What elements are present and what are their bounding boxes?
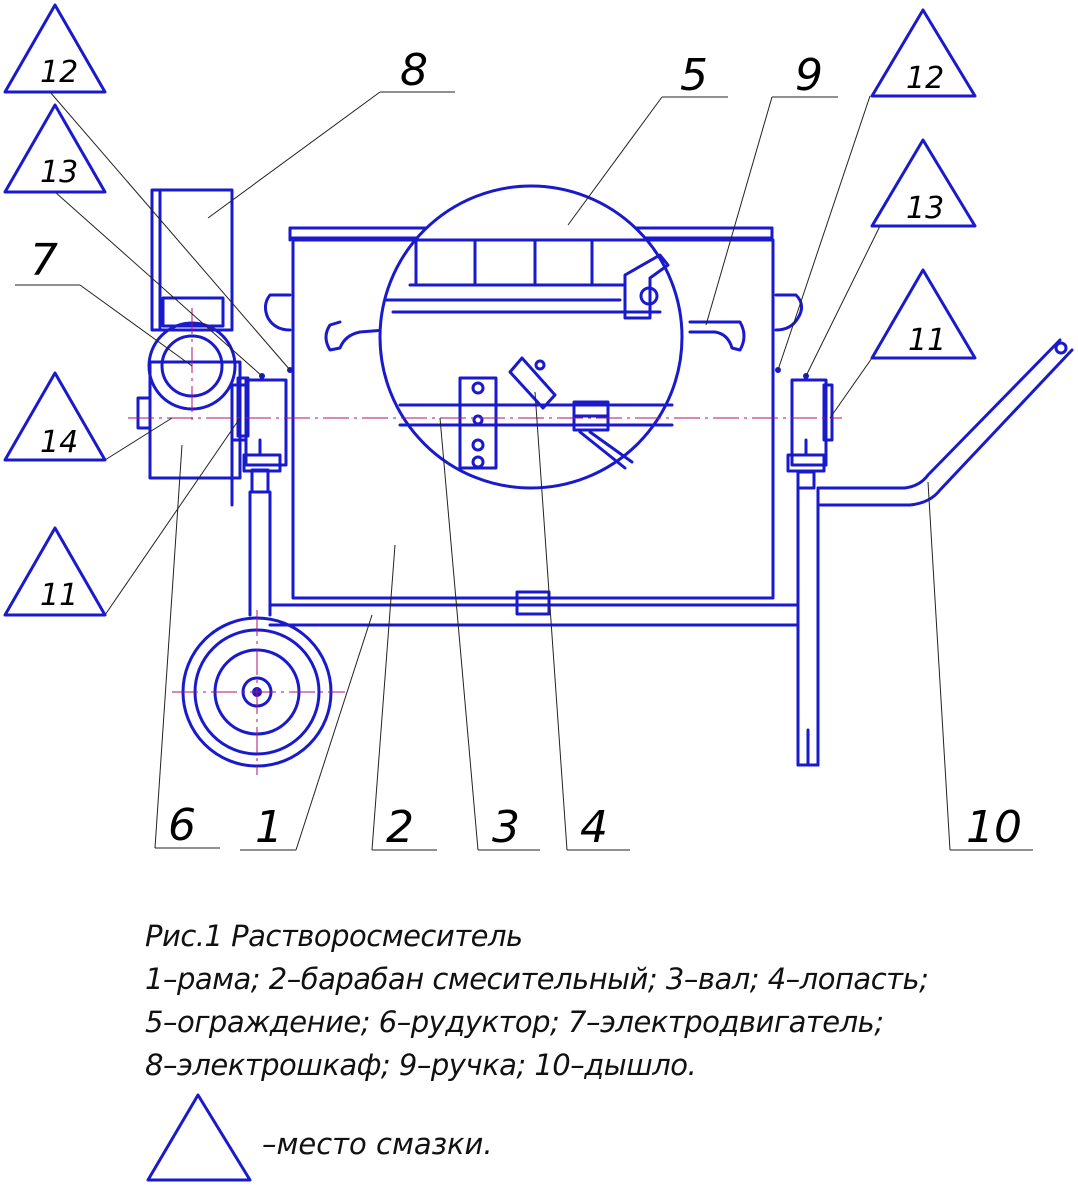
callout-3: 3: [492, 802, 520, 853]
right-bearing: [775, 367, 834, 490]
lube-point-11-right: 11: [870, 268, 977, 360]
svg-text:13: 13: [906, 191, 944, 226]
lube-point-13-left: 13: [3, 103, 107, 194]
cutaway-view: [378, 184, 684, 490]
callout-5: 5: [680, 50, 708, 101]
callout-1: 1: [255, 802, 283, 853]
callout-6: 6: [168, 800, 196, 851]
caption-title: Рис.1 Растворосмеситель: [145, 919, 523, 953]
callout-7: 7: [30, 235, 58, 286]
svg-text:13: 13: [40, 155, 78, 190]
center-lines: [128, 308, 842, 775]
svg-text:12: 12: [40, 55, 78, 90]
callout-labels: 8 5 9 7 6 1 2 3 4 10: [30, 45, 1022, 853]
callout-10: 10: [966, 802, 1022, 853]
lube-point-11-left: 11: [3, 526, 107, 617]
lube-point-13-right: 13: [870, 138, 977, 228]
frame: [248, 486, 820, 767]
svg-text:11: 11: [908, 323, 946, 358]
callout-8: 8: [400, 45, 428, 96]
figure-caption: Рис.1 Растворосмеситель 1–рама; 2–бараба…: [145, 915, 929, 1087]
svg-text:11: 11: [40, 578, 78, 613]
lube-point-12-right: 12: [870, 8, 977, 98]
callout-4: 4: [580, 802, 608, 853]
svg-text:12: 12: [906, 61, 944, 96]
legend-triangle-icon: [146, 1093, 252, 1182]
gearbox: [136, 360, 242, 480]
caption-line-3: 8–электрошкаф; 9–ручка; 10–дышло.: [145, 1048, 697, 1082]
lube-point-14: 14: [3, 371, 107, 462]
legend-text: –место смазки.: [262, 1127, 493, 1161]
callout-9: 9: [795, 50, 823, 101]
callout-2: 2: [386, 802, 414, 853]
caption-line-2: 5–ограждение; 6–рудуктор; 7–электродвига…: [145, 1005, 884, 1039]
drawbar: [816, 338, 1074, 507]
drum-side-hooks: [263, 293, 803, 332]
leader-lines: [15, 91, 1033, 851]
svg-text:14: 14: [40, 425, 78, 460]
lube-point-12-left: 12: [3, 3, 107, 94]
caption-line-1: 1–рама; 2–барабан смесительный; 3–вал; 4…: [145, 962, 929, 996]
drum-handle: [324, 320, 746, 352]
